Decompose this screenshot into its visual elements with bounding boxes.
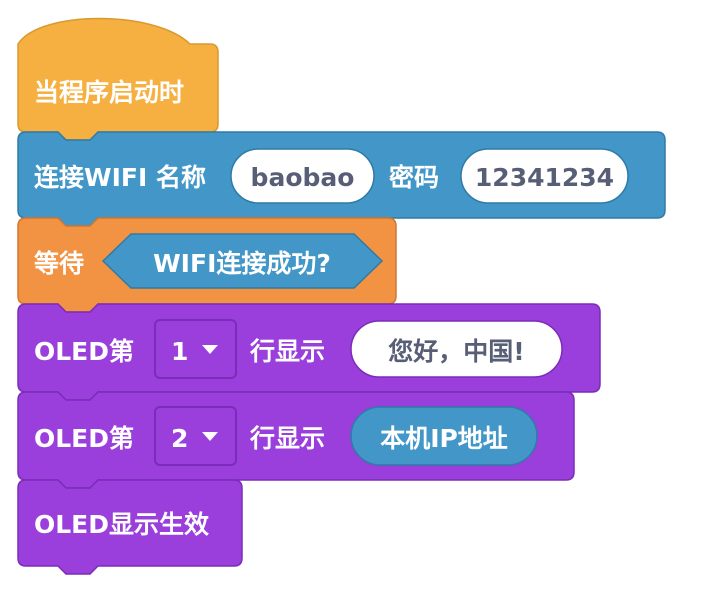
- wifi-connected-condition-label: WIFI连接成功?: [153, 249, 331, 278]
- wifi-password-input[interactable]: 12341234: [460, 148, 629, 204]
- local-ip-reporter-label: 本机IP地址: [380, 424, 508, 453]
- wifi-connect-label: 连接WIFI 名称: [34, 163, 206, 192]
- oled-line2-number-dropdown[interactable]: 2: [154, 406, 237, 466]
- oled-line1-number-dropdown[interactable]: 1: [154, 319, 237, 379]
- hat-block-label: 当程序启动时: [34, 78, 184, 107]
- oled-line1-text-input-bg: [350, 320, 563, 378]
- oled-apply-block[interactable]: OLED显示生效: [17, 479, 243, 575]
- oled-apply-label: OLED显示生效: [34, 510, 209, 539]
- wifi-ssid-input[interactable]: baobao: [230, 148, 375, 204]
- hat-block-when-program-starts[interactable]: 当程序启动时: [17, 17, 219, 141]
- oled-line1-line-label: 行显示: [249, 337, 325, 366]
- wifi-password-value: 12341234: [475, 163, 614, 192]
- oled-line1-prefix-label: OLED第: [34, 337, 134, 366]
- oled-line2-prefix-label: OLED第: [34, 424, 134, 453]
- wifi-password-label: 密码: [389, 163, 439, 192]
- oled-apply-block-shape: [17, 479, 243, 575]
- wifi-ssid-value: baobao: [251, 163, 355, 192]
- oled-line2-line-label: 行显示: [249, 424, 325, 453]
- oled-line1-text-value: 您好，中国!: [388, 337, 524, 366]
- wifi-connected-condition-shape: [101, 233, 384, 289]
- oled-line2-block[interactable]: OLED第 2 行显示 本机IP地址: [17, 391, 575, 489]
- wifi-connected-condition[interactable]: WIFI连接成功?: [101, 233, 384, 289]
- oled-line2-dropdown-bg: [154, 406, 237, 466]
- wifi-ssid-input-bg: [230, 148, 375, 204]
- oled-line1-block[interactable]: OLED第 1 行显示 您好，中国!: [17, 303, 601, 401]
- wait-until-block[interactable]: 等待 WIFI连接成功?: [17, 217, 397, 313]
- chevron-down-icon: [202, 345, 218, 354]
- wifi-password-input-bg: [460, 148, 629, 204]
- local-ip-reporter[interactable]: 本机IP地址: [350, 406, 538, 466]
- chevron-down-icon: [202, 432, 218, 441]
- wait-label: 等待: [34, 249, 84, 278]
- oled-line2-number: 2: [171, 424, 188, 453]
- oled-line1-number: 1: [171, 337, 188, 366]
- local-ip-reporter-bg: [350, 406, 538, 466]
- oled-line1-text-input[interactable]: 您好，中国!: [350, 320, 563, 378]
- oled-line1-dropdown-bg: [154, 319, 237, 379]
- wifi-connect-block[interactable]: 连接WIFI 名称 baobao 密码 12341234: [17, 131, 666, 227]
